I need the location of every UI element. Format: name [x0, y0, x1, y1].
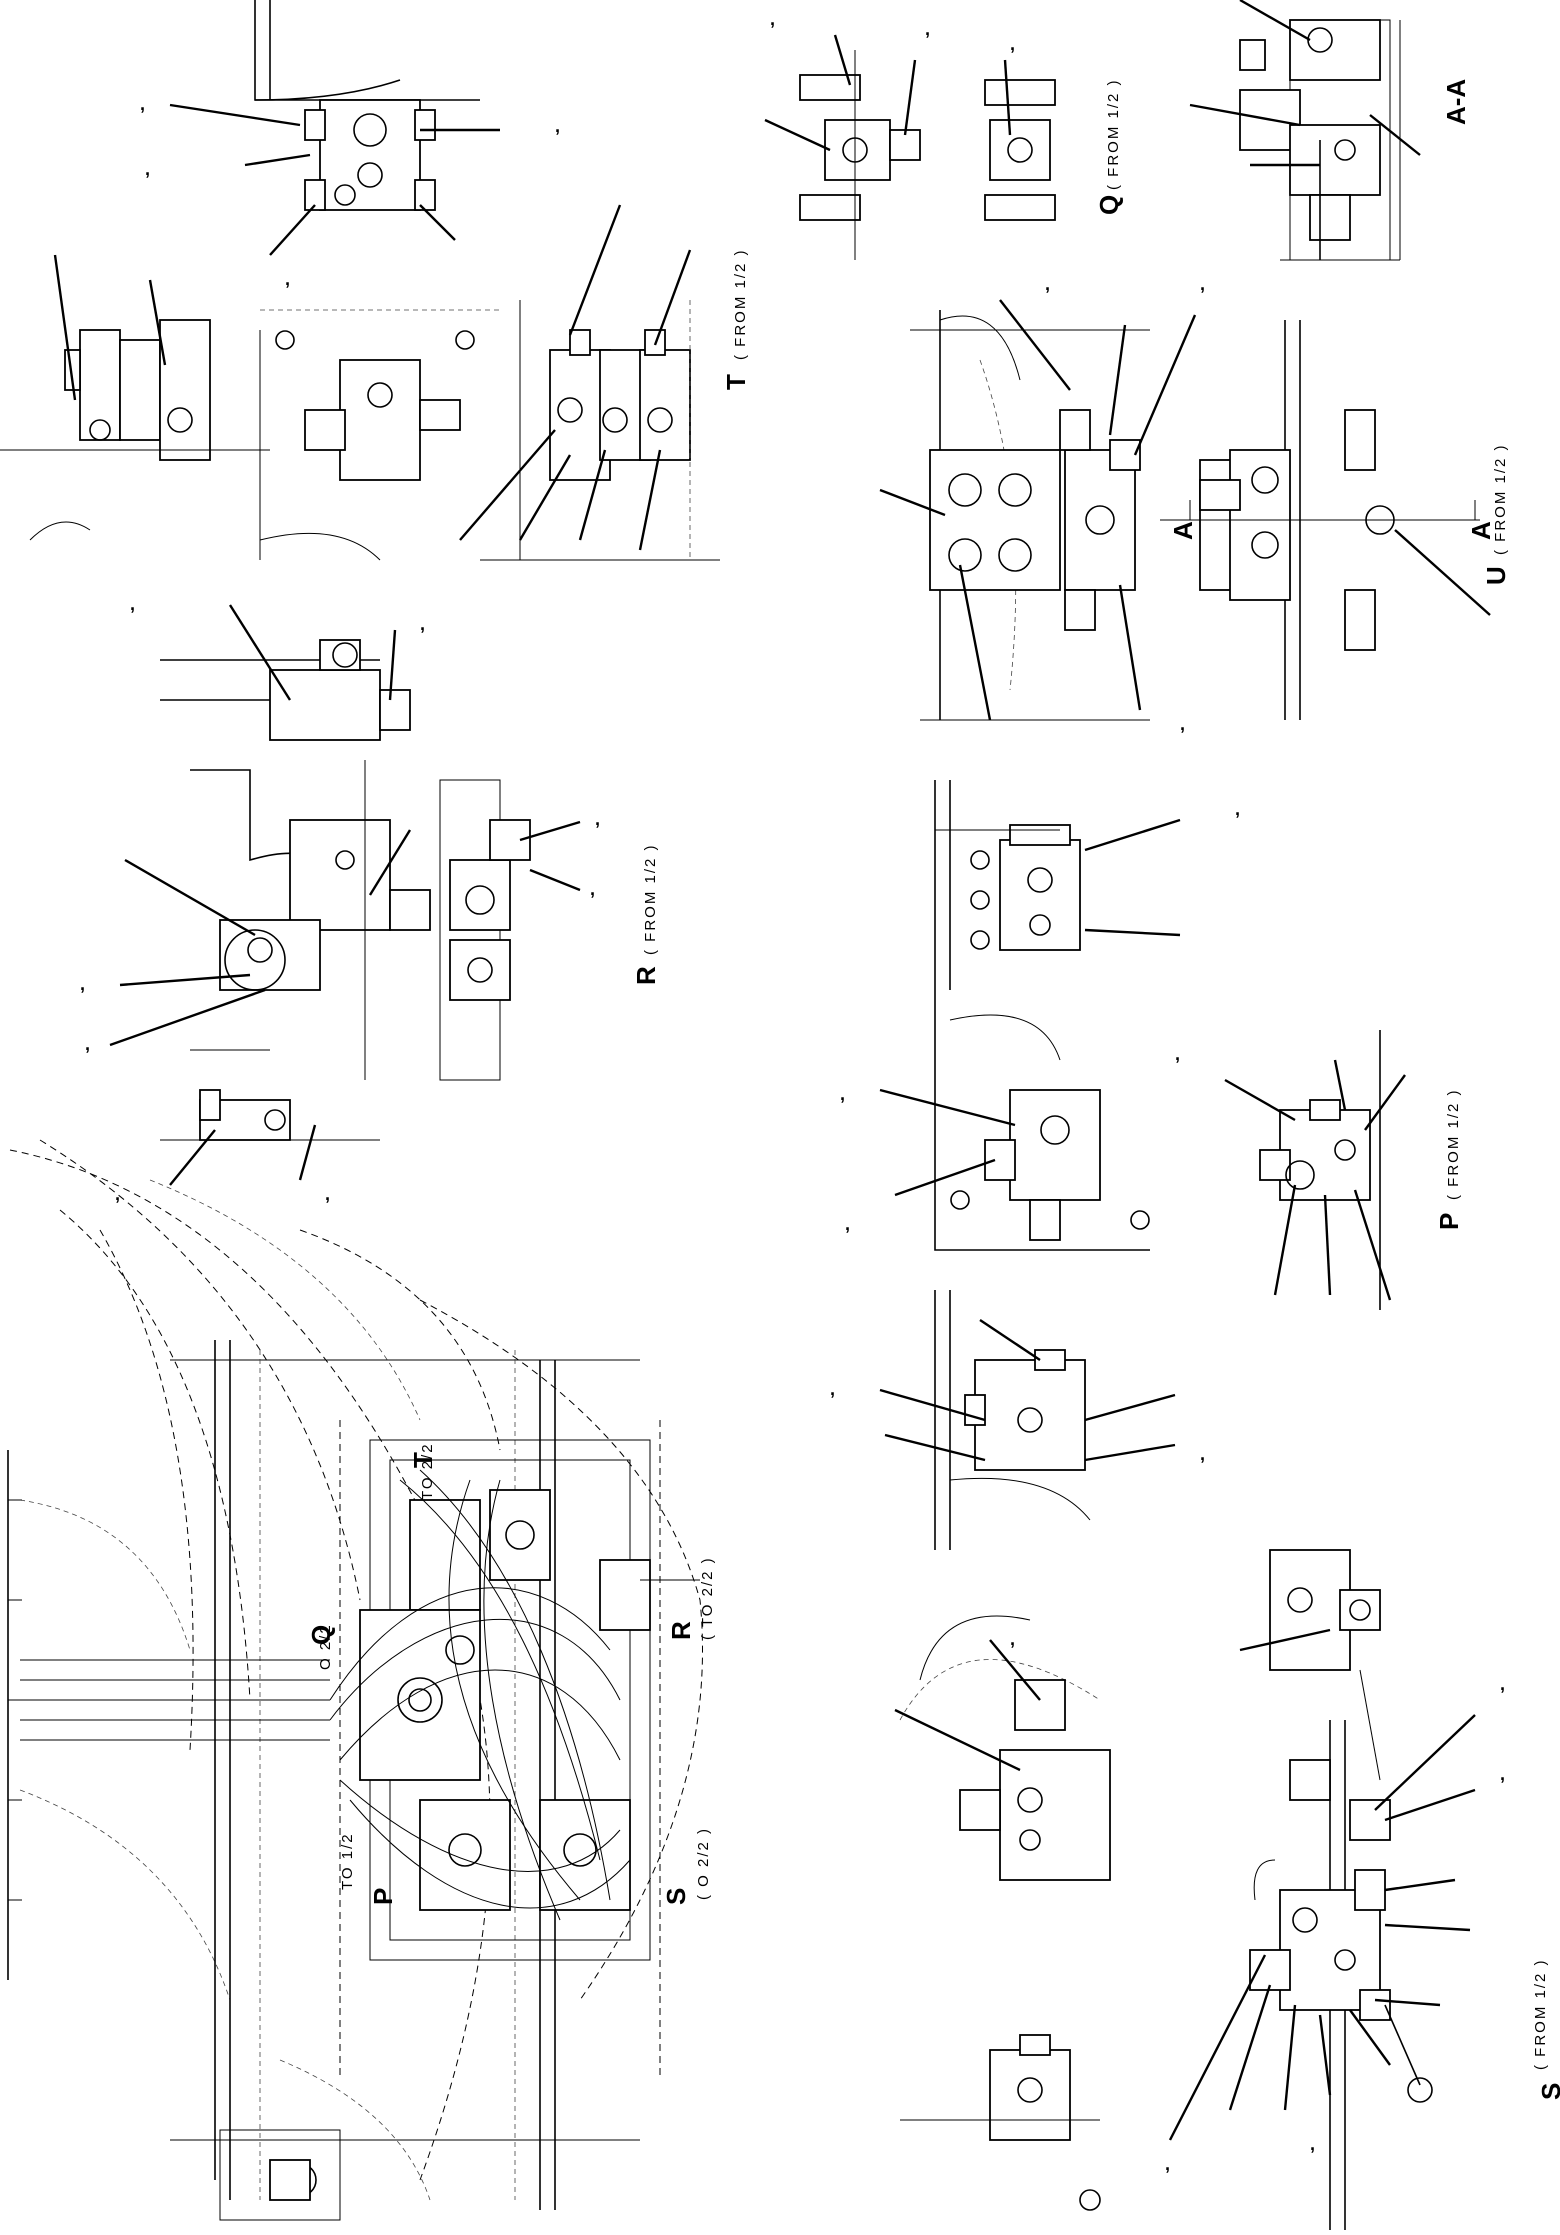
- main-label-t: T: [408, 1452, 438, 1468]
- view-s: S ( FROM 1/2 ): [879, 1290, 1560, 2230]
- main-ref-r: ( TO 2/2 ): [699, 1556, 716, 1640]
- section-mark-a-bottom: A: [1466, 521, 1496, 540]
- view-s-note: ( FROM 1/2 ): [1532, 1958, 1549, 2070]
- callout-tick: ,: [140, 94, 145, 114]
- callout-tick: ,: [1175, 1044, 1180, 1064]
- callout-tick: ,: [80, 974, 85, 994]
- view-q: Q ( FROM 1/2 ): [764, 34, 1124, 260]
- callout-tick: ,: [1010, 1629, 1015, 1649]
- callout-ticks: , , , , , , , , , , , , , , , , , , , , …: [80, 9, 1505, 2174]
- main-assembly-view: T TO 2/2 Q O 2/2 R ( TO 2/2 ) P TO 1/2 S…: [7, 1139, 716, 2221]
- callout-tick: ,: [115, 1184, 120, 1204]
- view-aa-letter: A-A: [1441, 79, 1471, 125]
- main-ref-t: TO 2/2: [419, 1442, 436, 1500]
- callout-tick: ,: [285, 269, 290, 289]
- callout-tick: ,: [420, 614, 425, 634]
- view-u-note: ( FROM 1/2 ): [1492, 443, 1509, 555]
- callout-tick: ,: [1500, 1674, 1505, 1694]
- view-r-note: ( FROM 1/2 ): [642, 843, 659, 955]
- main-label-q: Q: [306, 1625, 336, 1645]
- view-u-letter: U: [1481, 566, 1511, 585]
- callout-tick: ,: [770, 9, 775, 29]
- view-r-letter: R: [631, 966, 661, 985]
- main-label-p: P: [368, 1888, 398, 1905]
- callout-tick: ,: [830, 1379, 835, 1399]
- callout-tick: ,: [590, 879, 595, 899]
- view-u: A A U ( FROM 1/2 ): [879, 299, 1511, 721]
- main-ref-q: O 2/2: [317, 1623, 334, 1670]
- main-ref-p: TO 1/2: [339, 1832, 356, 1890]
- callout-tick: ,: [1310, 2134, 1315, 2154]
- callout-tick: ,: [130, 594, 135, 614]
- callout-tick: ,: [1010, 34, 1015, 54]
- view-t-note: ( FROM 1/2 ): [732, 248, 749, 360]
- view-t: T ( FROM 1/2 ): [0, 0, 751, 561]
- callout-tick: ,: [325, 1184, 330, 1204]
- view-a-a: A-A: [1189, 0, 1471, 261]
- main-label-s: S: [661, 1888, 691, 1905]
- callout-tick: ,: [925, 19, 930, 39]
- view-p: P ( FROM 1/2 ): [879, 780, 1464, 1310]
- section-mark-a-top: A: [1168, 521, 1198, 540]
- callout-tick: ,: [595, 809, 600, 829]
- main-ref-s: ( O 2/2 ): [695, 1827, 712, 1900]
- callout-tick: ,: [1180, 714, 1185, 734]
- view-s-letter: S: [1536, 2083, 1560, 2100]
- callout-tick: ,: [1500, 1764, 1505, 1784]
- callout-tick: ,: [1235, 799, 1240, 819]
- main-label-r: R: [666, 1621, 696, 1640]
- callout-tick: ,: [1200, 1444, 1205, 1464]
- callout-tick: ,: [840, 1084, 845, 1104]
- callout-tick: ,: [555, 116, 560, 136]
- view-p-note: ( FROM 1/2 ): [1445, 1088, 1462, 1200]
- view-r: R ( FROM 1/2 ): [109, 604, 661, 1186]
- callout-tick: ,: [85, 1034, 90, 1054]
- view-q-letter: Q: [1094, 195, 1124, 215]
- callout-tick: ,: [1200, 274, 1205, 294]
- callout-tick: ,: [1045, 274, 1050, 294]
- view-q-note: ( FROM 1/2 ): [1105, 78, 1122, 190]
- callout-tick: ,: [845, 1214, 850, 1234]
- callout-tick: ,: [1165, 2154, 1170, 2174]
- view-t-letter: T: [721, 374, 751, 390]
- view-p-letter: P: [1434, 1213, 1464, 1230]
- callout-tick: ,: [145, 159, 150, 179]
